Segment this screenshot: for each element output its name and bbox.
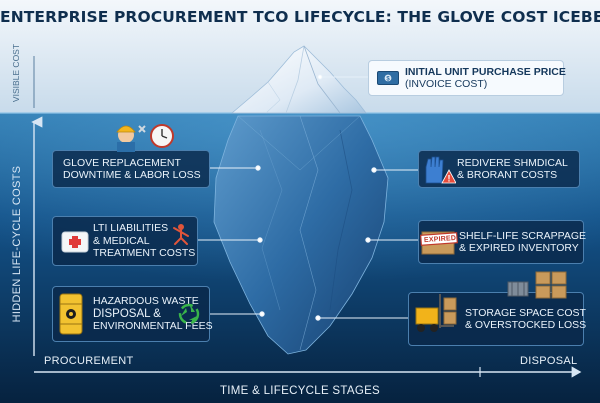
injury-figure-icon [173, 224, 189, 245]
procurement-label: PROCUREMENT [44, 355, 134, 367]
worker-clock-icon [116, 124, 174, 152]
hidden-costs-label: HIDDEN LIFE-CYCLE COSTS [11, 165, 23, 323]
svg-text:$: $ [386, 76, 390, 82]
cost-glove-replacement: GLOVE REPLACEMENT DOWNTIME & LABOR LOSS [52, 150, 210, 188]
svg-text:!: ! [448, 174, 451, 184]
forklift-warehouse-icon [415, 271, 567, 332]
invoice-title: INITIAL UNIT PURCHASE PRICE [405, 65, 566, 78]
glove-warning-icon: ! [425, 156, 456, 184]
cost-shelf-life: SHELF-LIFE SCRAPPAGE & EXPIRED INVENTORY [418, 220, 586, 264]
recycle-icon [178, 303, 200, 325]
expired-box-icon [420, 231, 458, 255]
invoice-subtitle: (INVOICE COST) [405, 78, 488, 90]
connectors [198, 74, 418, 321]
hazard-barrel-icon [59, 293, 83, 335]
time-axis-label: TIME & LIFECYCLE STAGES [219, 385, 381, 397]
medical-kit-icon [61, 231, 89, 253]
disposal-label: DISPOSAL [520, 355, 578, 367]
banknote-icon: $ [377, 71, 399, 85]
iceberg-underwater [213, 115, 389, 355]
page-title: ENTERPRISE PROCUREMENT TCO LIFECYCLE: TH… [0, 8, 600, 26]
iceberg-tip [230, 45, 367, 114]
visible-cost-label: VISIBLE COST [11, 43, 21, 103]
invoice-cost-callout: $ INITIAL UNIT PURCHASE PRICE (INVOICE C… [368, 60, 566, 96]
